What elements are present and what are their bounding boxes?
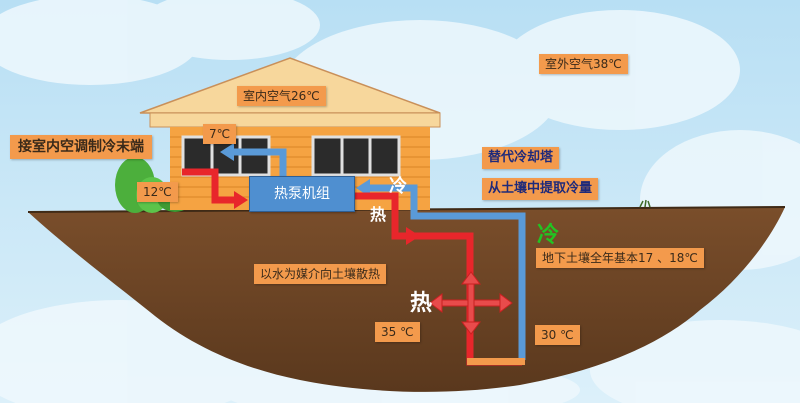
extract-cold-label: 从土壤中提取冷量 [482,178,599,200]
indoor-terminal-label: 接室内空调制冷末端 [10,135,152,159]
temp-7-label: 7℃ [203,124,237,144]
ground-return-pipe-cold [368,184,526,360]
indoor-air-label: 室内空气26℃ [237,86,326,106]
hot-word-pump: 热 [370,205,387,224]
cold-word-pump: 冷 [389,176,407,197]
outdoor-air-label: 室外空气38℃ [539,54,628,74]
replace-tower-label: 替代冷却塔 [482,147,560,169]
hot-arrow-right-2 [406,227,420,245]
pipe-bottom [467,358,525,365]
temp-12-label: 12℃ [137,182,178,202]
indoor-return-pipe-hot [182,168,236,204]
cold-arrow-left [220,143,234,161]
water-medium-label: 以水为媒介向土壤散热 [254,264,387,284]
temp-35-label: 35 ℃ [375,322,420,342]
hot-arrow-right [234,191,248,209]
heat-pump-unit: 热泵机组 [249,176,355,212]
window-right [311,135,401,177]
temp-30-label: 30 ℃ [535,325,580,345]
underground-temp-label: 地下土壤全年基本17 、18℃ [536,248,704,268]
heat-dissipation-arrows [429,271,513,335]
house-fascia [149,112,441,128]
cold-word-ground: 冷 [537,223,560,248]
hot-word-ground: 热 [410,291,433,316]
